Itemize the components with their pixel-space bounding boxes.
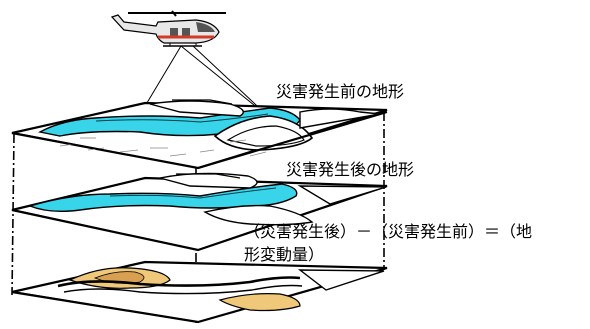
label-terrain-change-line2: 形変動量） — [244, 245, 325, 264]
change-area-downstream — [218, 293, 301, 312]
label-terrain-before: 災害発生前の地形 — [276, 82, 405, 101]
label-terrain-change-line1: （災害発生後）－（災害発生前）＝（地 — [244, 222, 533, 241]
label-terrain-after: 災害発生後の地形 — [286, 160, 415, 179]
helicopter-icon — [110, 10, 226, 47]
terrain-layer-after — [11, 172, 388, 252]
river-after — [27, 183, 298, 213]
terrain-layer-change — [11, 260, 388, 324]
terrain-layer-before — [11, 99, 388, 170]
